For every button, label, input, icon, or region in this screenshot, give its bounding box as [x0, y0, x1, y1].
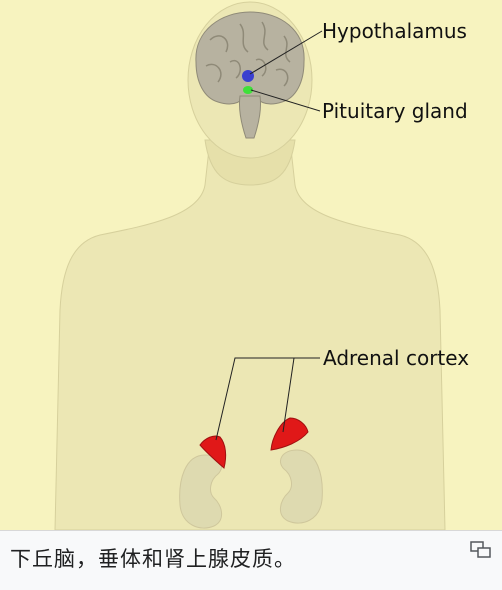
anatomy-illustration: Hypothalamus Pituitary gland Adrenal cor… — [0, 0, 502, 530]
pituitary-gland-label: Pituitary gland — [322, 99, 468, 123]
hypothalamus-label: Hypothalamus — [322, 19, 467, 43]
right-adrenal-gland — [270, 417, 309, 451]
brain-folds — [205, 21, 291, 87]
enlarge-icon[interactable] — [470, 541, 492, 559]
right-kidney — [280, 449, 323, 524]
caption-text: 下丘脑，垂体和肾上腺皮质。 — [10, 547, 296, 571]
pituitary-leader — [250, 89, 321, 112]
brain — [195, 11, 305, 105]
brainstem — [239, 95, 261, 139]
body-silhouette — [54, 139, 446, 530]
adrenal-leader — [215, 357, 320, 441]
adrenal-leader-right — [282, 357, 295, 433]
body-diagram-svg — [54, 1, 446, 530]
caption-bar: 下丘脑，垂体和肾上腺皮质。 — [0, 530, 502, 590]
left-kidney — [179, 454, 222, 529]
adrenal-cortex-label: Adrenal cortex — [323, 346, 470, 370]
hypothalamus-marker — [242, 70, 254, 82]
pituitary-marker — [243, 86, 253, 94]
left-adrenal-gland — [199, 435, 227, 469]
hypothalamus-leader — [249, 30, 323, 75]
